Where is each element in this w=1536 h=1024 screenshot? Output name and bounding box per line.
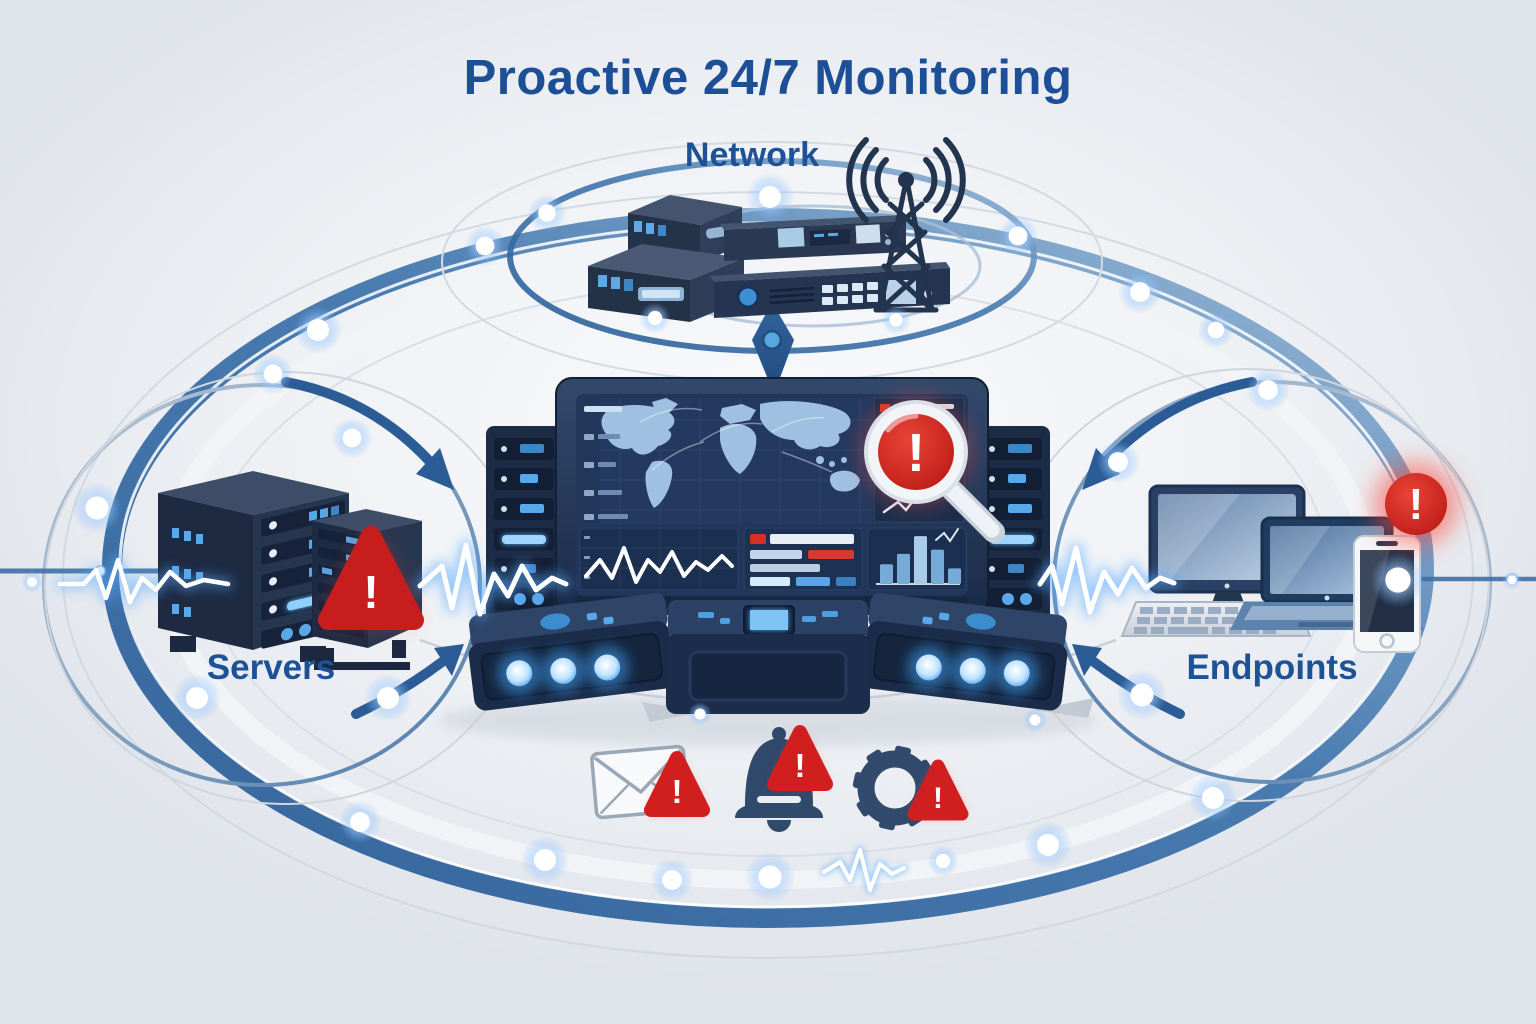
arrow-network-down: [752, 302, 794, 394]
orbit-node: [1502, 570, 1522, 590]
network-label: Network: [684, 136, 820, 174]
orbit-node: [21, 571, 43, 593]
servers-cluster: !: [158, 471, 424, 670]
waveform-center-to-endpoints: [1034, 542, 1180, 618]
network-device-cluster: [588, 137, 966, 322]
orbit-node: [338, 800, 382, 844]
orbit-node: [521, 836, 569, 884]
orbit-node-dots: [21, 173, 1522, 903]
orbit-node: [1246, 368, 1290, 412]
mini-bar: [931, 549, 944, 584]
orbit-node: [1370, 552, 1426, 608]
mini-bar: [948, 568, 961, 584]
gear-alert-badge: !: [907, 759, 969, 821]
orbit-node: [746, 173, 794, 221]
servers-label: Servers: [206, 648, 336, 687]
dashboard-monitor: [555, 377, 989, 615]
mini-status-panel: [743, 527, 863, 591]
orbit-node: [688, 702, 712, 726]
orbit-node: [173, 674, 221, 722]
mini-line-chart: [579, 527, 739, 591]
alert-icons-row: ! !: [590, 725, 969, 832]
console-lights-left: [497, 645, 630, 696]
bell-alert-badge: !: [767, 725, 833, 791]
mini-bar: [897, 553, 910, 584]
magnifier-alert-icon: !: [864, 400, 1005, 543]
radio-tower-icon: [846, 137, 966, 313]
arrow-to-center-left: [416, 448, 454, 490]
orbit-node: [650, 858, 694, 902]
console-segment-left: [468, 593, 675, 711]
mini-bar: [880, 564, 893, 584]
arrow-from-endpoints: [1072, 644, 1102, 676]
orbit-node: [331, 417, 373, 459]
orbit-node: [1198, 312, 1234, 348]
orbit-node: [997, 215, 1039, 257]
console-segment-center: [666, 600, 870, 714]
magnifier-exclamation: !: [907, 423, 925, 483]
orbit-node: [927, 845, 959, 877]
orbit-node: [364, 674, 412, 722]
gear-alert-exclamation: !: [933, 782, 943, 815]
orbit-node: [744, 851, 796, 903]
waveform-servers-to-center: [414, 539, 572, 620]
screen-status-list: [584, 406, 628, 520]
warning-exclamation: !: [363, 566, 378, 618]
page-title: Proactive 24/7 Monitoring: [463, 51, 1073, 105]
email-alert-exclamation: !: [672, 773, 683, 810]
waveform-bottom: [820, 846, 908, 894]
orbit-node: [1116, 669, 1168, 721]
orbit-node: [881, 305, 911, 335]
heartbeat-waveforms: [55, 539, 1180, 894]
endpoint-alert-exclamation: !: [1409, 480, 1424, 529]
orbit-node: [1024, 821, 1072, 869]
orbit-node: [1189, 774, 1237, 822]
warning-triangle-icon: !: [318, 526, 424, 630]
arrow-from-servers: [434, 644, 464, 676]
orbit-node: [252, 353, 294, 395]
email-alert-badge: !: [644, 751, 710, 817]
endpoint-alert-badge-icon: !: [1374, 462, 1458, 546]
orbit-node: [1023, 708, 1047, 732]
orbit-node: [294, 306, 342, 354]
orbit-node: [639, 302, 671, 334]
monitoring-station: [438, 377, 1098, 746]
bell-alert-exclamation: !: [795, 747, 806, 784]
endpoints-label: Endpoints: [1186, 648, 1358, 687]
console-base: [468, 593, 1068, 714]
world-map: [600, 398, 872, 524]
orbit-node: [1096, 440, 1140, 484]
orbit-node: [464, 225, 506, 267]
mini-bar: [914, 536, 927, 584]
mini-bar-chart: [867, 527, 967, 591]
console-lights-right: [906, 645, 1039, 696]
network-switch-icon: [710, 262, 950, 318]
waveform-left-edge: [55, 555, 233, 607]
orbit-node: [71, 482, 123, 534]
orbit-node: [1118, 270, 1162, 314]
orbit-node: [527, 193, 567, 233]
mini-line-chart-path: [584, 546, 734, 584]
network-router-icon: [720, 215, 906, 261]
console-segment-right: [861, 593, 1068, 711]
